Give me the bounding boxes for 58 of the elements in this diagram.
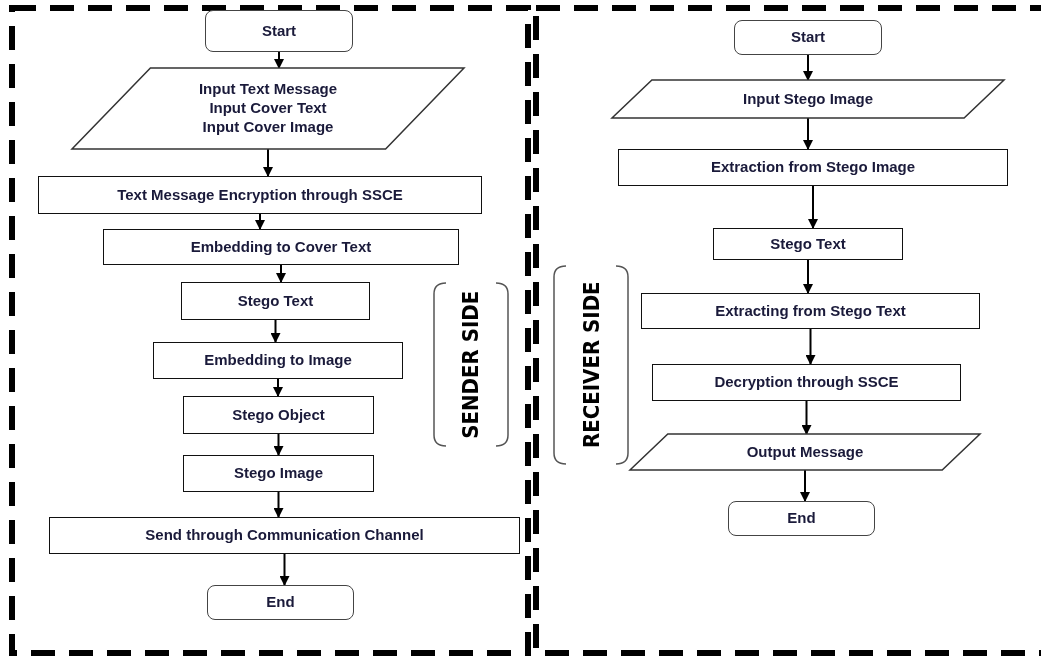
step-label: End	[787, 509, 816, 528]
side-bracket	[432, 282, 510, 447]
flow-arrow	[279, 553, 290, 586]
step-label: Decryption through SSCE	[714, 373, 899, 392]
flow-arrow	[274, 51, 284, 69]
flow-arrow	[801, 400, 812, 435]
step-label: Extracting from Stego Text	[715, 301, 906, 321]
step-label: Input Stego Image	[743, 89, 873, 109]
flow-arrow	[276, 264, 286, 283]
step-label: Send through Communication Channel	[145, 526, 424, 545]
process-box	[713, 228, 903, 260]
flow-arrow	[270, 319, 281, 343]
process-box	[38, 176, 482, 214]
process-box	[183, 455, 374, 492]
process-box	[652, 364, 961, 401]
flow-arrow	[273, 433, 284, 456]
step-label: Embedding to Cover Text	[190, 237, 372, 257]
step-label: Stego Object	[232, 405, 325, 425]
side-label: SENDER SIDE	[457, 290, 485, 439]
flow-arrow	[803, 259, 813, 294]
step-label: Stego Text	[237, 291, 314, 311]
terminal-box	[728, 501, 875, 536]
step-label: Start	[261, 21, 297, 41]
flow-arrow	[800, 469, 810, 502]
step-label: Text Message Encryption through SSCE	[117, 185, 403, 205]
flow-arrow	[273, 491, 284, 518]
step-label: Input Cover Text	[209, 99, 327, 118]
terminal-box	[205, 10, 353, 52]
input-output-parallelogram	[630, 434, 980, 470]
flow-arrow	[255, 213, 265, 230]
step-label: Stego Text	[770, 234, 846, 254]
flow-arrow	[273, 378, 283, 397]
process-box	[103, 229, 459, 265]
step-label: Input Cover Image	[202, 117, 334, 137]
step-label: Output Message	[746, 442, 864, 462]
step-label: Embedding to Image	[204, 351, 352, 370]
step-label: End	[266, 593, 295, 612]
process-box	[183, 396, 374, 434]
process-box	[49, 517, 520, 554]
process-box	[641, 293, 980, 329]
process-box	[153, 342, 403, 379]
step-label: Input Text Message	[198, 80, 338, 100]
flow-arrow	[805, 328, 816, 365]
input-output-parallelogram	[612, 80, 1004, 118]
flow-arrow	[803, 117, 813, 150]
step-label: Start	[790, 28, 826, 47]
terminal-box	[734, 20, 882, 55]
process-box	[618, 149, 1008, 186]
terminal-box	[207, 585, 354, 620]
flow-arrow	[263, 148, 273, 177]
flow-arrow	[803, 54, 813, 81]
side-label: RECEIVER SIDE	[577, 281, 605, 449]
side-bracket	[552, 265, 630, 465]
input-output-parallelogram	[72, 68, 464, 149]
step-label: Stego Image	[233, 464, 324, 483]
step-label: Extraction from Stego Image	[710, 158, 916, 177]
process-box	[181, 282, 370, 320]
flow-arrow	[808, 185, 818, 229]
